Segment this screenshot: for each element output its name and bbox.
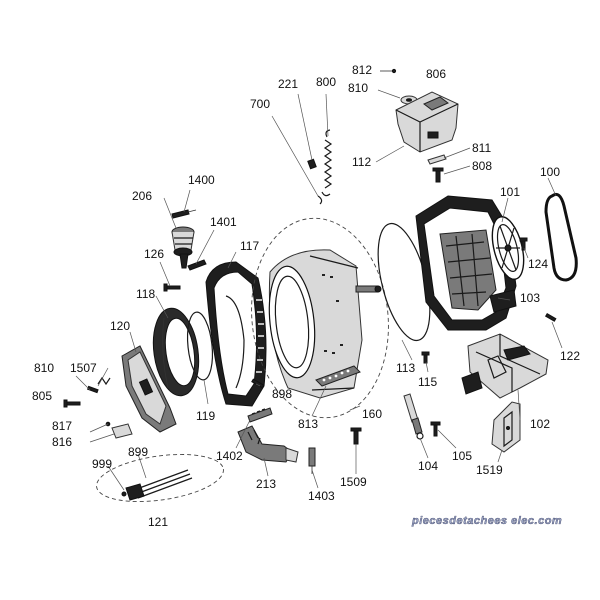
callout-700: 700 — [250, 97, 270, 111]
callout-1403: 1403 — [308, 489, 335, 503]
part-119-clamp-ring — [186, 311, 214, 381]
part-1519-bracket — [491, 401, 521, 453]
callout-126: 126 — [144, 247, 164, 261]
callout-812: 812 — [352, 63, 372, 77]
part-102-motor-bracket — [461, 333, 549, 399]
part-800-suspension-spring — [321, 129, 333, 197]
part-160-drum-group — [251, 217, 389, 419]
callout-102: 102 — [530, 417, 550, 431]
leader-lines — [75, 89, 563, 491]
part-700-spring-hook — [271, 115, 323, 205]
callout-810-left: 810 — [34, 361, 54, 375]
part-122-screw — [544, 312, 557, 322]
callout-206: 206 — [132, 189, 152, 203]
part-812-screw — [380, 68, 397, 74]
callout-118: 118 — [136, 287, 155, 301]
callout-113: 113 — [396, 361, 415, 375]
part-105-pin — [430, 421, 441, 437]
callout-121: 121 — [148, 515, 168, 529]
callout-115: 115 — [418, 375, 437, 389]
callout-100: 100 — [540, 165, 560, 179]
callout-103: 103 — [520, 291, 540, 305]
part-117-front-tub — [205, 261, 267, 407]
part-120-front-panel — [121, 345, 177, 433]
callout-120: 120 — [110, 319, 130, 333]
part-101-pulley — [491, 216, 525, 280]
callout-117: 117 — [240, 239, 259, 253]
callout-160: 160 — [362, 407, 382, 421]
callout-1401: 1401 — [210, 215, 237, 229]
part-213-sump-hose — [237, 425, 299, 463]
callout-labels: 812 806 810 221 800 700 112 811 808 1400… — [32, 63, 580, 529]
callout-808: 808 — [472, 159, 492, 173]
callout-1507: 1507 — [70, 361, 97, 375]
part-1401-clamp — [187, 259, 207, 271]
part-816-pad — [111, 423, 133, 439]
part-811-plate — [427, 154, 447, 165]
callout-119: 119 — [196, 409, 215, 423]
callout-805: 805 — [32, 389, 52, 403]
part-805-bolt — [63, 399, 81, 408]
callout-810-top: 810 — [348, 81, 368, 95]
callout-1519: 1519 — [476, 463, 503, 477]
part-100-drive-belt — [544, 192, 578, 282]
callout-813: 813 — [298, 417, 318, 431]
callout-817: 817 — [52, 419, 72, 433]
part-115-screw — [421, 351, 430, 364]
callout-899: 899 — [128, 445, 148, 459]
part-121-heater-group — [96, 454, 224, 502]
callout-999: 999 — [92, 457, 112, 471]
callout-1400: 1400 — [188, 173, 215, 187]
part-1509-screw — [350, 427, 362, 445]
part-808-bolt — [432, 167, 444, 183]
callout-124: 124 — [528, 257, 548, 271]
part-126-screw — [163, 283, 181, 292]
callout-221: 221 — [278, 77, 298, 91]
callout-898: 898 — [272, 387, 292, 401]
part-1400-pin — [171, 209, 197, 219]
part-1507-spring-clip — [97, 376, 111, 386]
callout-816: 816 — [52, 435, 72, 449]
callout-213: 213 — [256, 477, 276, 491]
part-1402-connector — [247, 407, 273, 423]
callout-104: 104 — [418, 459, 438, 473]
callout-112: 112 — [352, 155, 371, 169]
callout-122: 122 — [560, 349, 580, 363]
callout-806: 806 — [426, 67, 446, 81]
part-112-counterweight — [395, 91, 459, 153]
callout-1509: 1509 — [340, 475, 367, 489]
part-221-bush — [307, 158, 317, 170]
part-103-rear-tub — [415, 195, 517, 331]
part-104-shock-absorber — [403, 393, 424, 440]
callout-800: 800 — [316, 75, 336, 89]
watermark-text: piecesdetachees elec.com — [411, 515, 562, 527]
callout-1402: 1402 — [216, 449, 243, 463]
part-206-valve-bellows — [171, 226, 195, 269]
part-813-drum-lifter — [315, 365, 361, 387]
callout-811: 811 — [472, 141, 491, 155]
part-124-bolt — [519, 237, 528, 251]
callout-101: 101 — [500, 185, 520, 199]
callout-105: 105 — [452, 449, 472, 463]
